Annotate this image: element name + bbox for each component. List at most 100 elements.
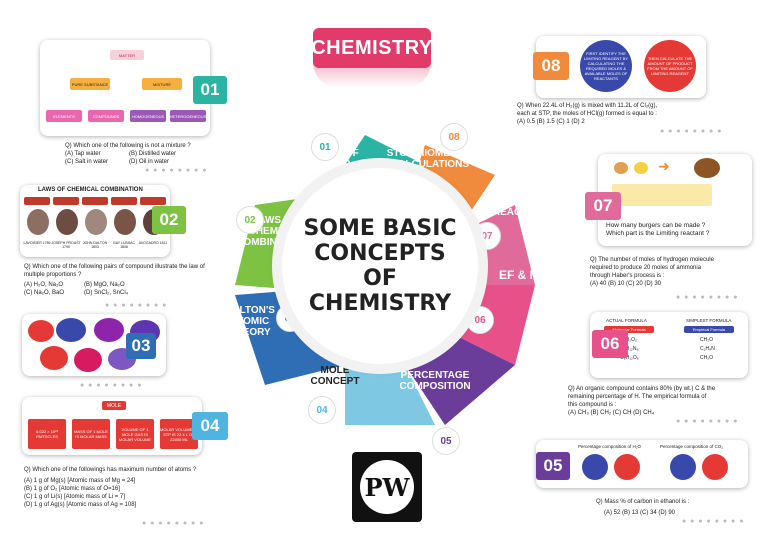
dalton-postulate-5 xyxy=(40,346,68,370)
petal-03-shape xyxy=(235,290,345,385)
name-gay-lussac: GAY LUSSAC 1808 xyxy=(112,241,136,249)
card-07-dots: ● ● ● ● ● ● ● ● xyxy=(676,294,739,301)
petal-label-07: LIMITING REACTANT xyxy=(492,196,548,218)
law-tag-4 xyxy=(111,197,137,205)
card-01-number: 01 xyxy=(193,76,227,104)
center-title: SOME BASIC CONCEPTS OF CHEMISTRY xyxy=(303,216,457,316)
petal-label-05: PERCENTAGE COMPOSITION xyxy=(399,370,471,392)
card-06-dots: ● ● ● ● ● ● ● ● xyxy=(676,418,739,425)
mole-box-molar-mass: MASS OF 1 MOLE IS MOLAR MASS xyxy=(72,419,110,449)
petal-number-02: 02 xyxy=(236,206,264,234)
card-08-dots: ● ● ● ● ● ● ● ● xyxy=(660,128,723,135)
h2o-h-circle xyxy=(582,454,608,480)
card-02: LAWS OF CHEMICAL COMBINATION LAVOISIER 1… xyxy=(20,185,170,257)
stoich-step-2: THEN CALCULATE THE AMOUNT OF PRODUCT FRO… xyxy=(644,40,696,92)
petal-number-04: 04 xyxy=(308,396,336,424)
dalton-postulate-2 xyxy=(56,318,86,342)
actual-formula-header: ACTUAL FORMULA xyxy=(606,318,647,323)
simplest-formula-header: SIMPLEST FORMULA xyxy=(686,318,732,323)
name-proust: JOSEPH PROUST 1799 xyxy=(51,241,81,249)
ingredients-image xyxy=(612,184,712,206)
card-03-number: 03 xyxy=(126,333,156,359)
card-02-number: 02 xyxy=(152,206,186,234)
name-dalton: JOHN DALTON 1803 xyxy=(82,241,108,249)
card-07: ➜ How many burgers can be made ? Which p… xyxy=(598,154,752,246)
card-01-dots: ● ● ● ● ● ● ● ● xyxy=(145,167,208,174)
petal-05-shape xyxy=(405,335,515,425)
card-06-question: Q) An organic compound contains 80% (by … xyxy=(568,386,716,416)
mole-box-molar-volume: VOLUME OF 1 MOLE GAS IS MOLAR VOLUME xyxy=(116,419,154,449)
co2-o-circle xyxy=(702,454,728,480)
title-banner: CHEMISTRY xyxy=(311,28,432,68)
co2-c-circle xyxy=(670,454,696,480)
petal-label-04: MOLE CONCEPT xyxy=(310,365,360,387)
law-tag-2 xyxy=(53,197,79,205)
card-04: MOLE 6.022 × 10²³ PARTICLES MASS OF 1 MO… xyxy=(22,397,202,455)
dalton-postulate-6 xyxy=(74,348,102,372)
pw-logo: PW xyxy=(352,452,422,522)
card-08-number: 08 xyxy=(533,52,569,80)
card-02-dots: ● ● ● ● ● ● ● ● xyxy=(105,302,168,309)
tree-homogeneous: HOMOGENEOUS xyxy=(130,110,166,122)
law-tag-3 xyxy=(82,197,108,205)
card-06-number: 06 xyxy=(592,330,628,358)
card-04-question: Q) Which one of the followings has maxim… xyxy=(24,467,197,508)
name-lavoisier: LAVOISIER 1789 xyxy=(23,241,51,245)
co2-composition-header: Percentage composition of CO₂ xyxy=(660,444,724,449)
tree-heterogeneous: HETEROGENEOUS xyxy=(170,110,206,122)
h2o-o-circle xyxy=(614,454,640,480)
center-circle: SOME BASIC CONCEPTS OF CHEMISTRY xyxy=(282,168,478,364)
arrow-icon: ➜ xyxy=(658,158,670,174)
portrait-dalton xyxy=(85,209,107,235)
h2o-composition-header: Percentage composition of H₂O xyxy=(578,444,642,449)
card-05-dots: ● ● ● ● ● ● ● ● xyxy=(682,518,745,525)
tree-mixture: MIXTURE xyxy=(142,78,182,90)
pw-logo-mark: PW xyxy=(360,460,414,514)
card-05-number: 05 xyxy=(536,452,570,480)
name-avogadro: AVOGADRO 1811 xyxy=(138,241,168,245)
mole-box-particles: 6.022 × 10²³ PARTICLES xyxy=(28,419,66,449)
petal-label-08: STOICHIOMETRIC CALCULATIONS xyxy=(386,148,474,170)
tree-elements: ELEMENTS xyxy=(46,110,82,122)
dalton-postulate-1 xyxy=(28,320,54,342)
card-04-number: 04 xyxy=(192,412,228,440)
card-08: FIRST IDENTIFY THE LIMITING REAGENT BY C… xyxy=(536,36,706,98)
card-02-header: LAWS OF CHEMICAL COMBINATION xyxy=(38,187,143,193)
card-08-question: Q) When 22.4L of H₂(g) is mixed with 11.… xyxy=(517,103,658,125)
petal-number-01: 01 xyxy=(311,133,339,161)
petal-label-06: EF & MF xyxy=(499,268,547,282)
burger-icon xyxy=(694,158,720,178)
petal-04-shape xyxy=(345,365,435,425)
cheese-icon xyxy=(634,162,648,174)
card-01-question: Q) Which one of the following is not a m… xyxy=(65,143,191,165)
petal-number-05: 05 xyxy=(432,427,460,455)
card-07-number: 07 xyxy=(585,192,621,220)
card-03 xyxy=(22,314,166,376)
petal-number-07: 07 xyxy=(473,222,501,250)
portrait-proust xyxy=(56,209,78,235)
card-05-question: Q) Mass % of carbon in ethanol is : (A) … xyxy=(596,499,690,516)
tree-pure-substance: PURE SUBSTANCE xyxy=(70,78,110,90)
card-03-dots: ● ● ● ● ● ● ● ● xyxy=(80,382,143,389)
empirical-formula-tag: Empirical Formula xyxy=(684,326,734,333)
stoich-step-1: FIRST IDENTIFY THE LIMITING REAGENT BY C… xyxy=(580,40,632,92)
bun-icon xyxy=(614,162,628,174)
petal-label-02: LAWS OF CHEMICAL COMBINATIONS xyxy=(236,215,314,248)
card-01: MATTER PURE SUBSTANCE MIXTURE ELEMENTS C… xyxy=(40,40,210,136)
petal-number-06: 06 xyxy=(466,306,494,334)
card-04-dots: ● ● ● ● ● ● ● ● xyxy=(142,520,205,527)
law-tag-5 xyxy=(140,197,166,205)
tree-compounds: COMPOUNDS xyxy=(88,110,124,122)
portrait-gay-lussac xyxy=(114,209,136,235)
card-02-question: Q) Which one of the following pairs of c… xyxy=(24,264,205,296)
tree-root: MATTER xyxy=(110,50,144,60)
mole-header: MOLE xyxy=(102,401,126,410)
portrait-lavoisier xyxy=(27,209,49,235)
petal-label-03: DALTON'S ATOMIC THEORY xyxy=(225,305,275,338)
petal-number-08: 08 xyxy=(440,123,468,151)
dalton-postulate-3 xyxy=(94,318,124,342)
molecular-formula-tag: Molecular Formula xyxy=(604,326,654,333)
mole-box-stp: MOLAR VOLUME AT STP IS 22.4 L OR 22400 M… xyxy=(160,419,198,449)
